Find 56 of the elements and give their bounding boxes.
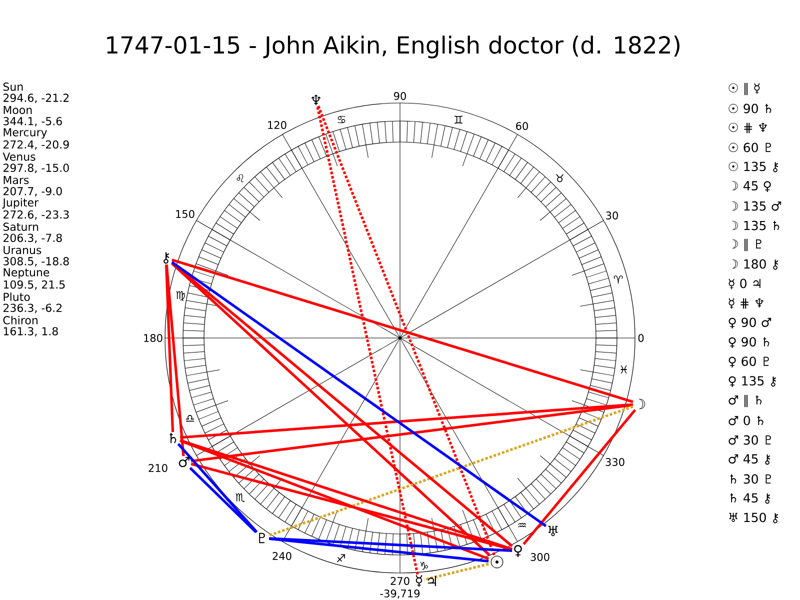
planet-name: Uranus [4,246,42,254]
planet-name: Moon [4,106,32,114]
aspect-entry: ☉ 60 ♇ [728,142,771,152]
planet-name: Jupiter [2,198,39,209]
position-value: 294.6, -21.2 [4,94,69,104]
aspect-entry: ☉ 135 ⚷ [728,162,778,172]
degree-label: 210 [148,464,168,472]
aspect-entry: ♄ 45 ⚷ [730,493,770,504]
planet-name: Neptune [4,268,50,279]
aspect-entry: ♄ 30 ♇ [730,474,771,484]
planet-name: Chiron [3,316,38,324]
aspect-entry: ☽ ∥ ♇ [732,238,762,252]
value-label: -39,719 [380,590,420,599]
position-value: 207.7, -9.0 [4,187,62,196]
position-value: 161.3, 1.8 [4,327,58,336]
degree-label: 90 [394,92,406,100]
aspect-entry: ☿ ⋕ ♆ [728,298,764,309]
aspect-entry: ♅ 150 ⚷ [729,512,778,524]
degree-label: 0 [638,334,644,342]
planet-name: Sun [3,82,23,91]
aspect-entry: ♂ ∥ ♄ [728,394,762,408]
aspect-entry: ♀ 60 ♇ [728,356,769,368]
position-value: 308.5, -18.8 [4,257,69,266]
position-value: 344.1, -5.6 [4,117,62,126]
aspect-entry: ♀ 90 ♄ [728,337,770,348]
planet-glyph: ♃ [428,576,436,586]
aspect-entry: ☽ 135 ♂ [732,201,782,211]
aspect-entry: ☉ 90 ♄ [728,104,772,114]
position-value: 236.3, -6.2 [4,304,62,314]
degree-label: 270 [390,577,410,585]
planet-glyph: ☿ [416,575,422,587]
aspect-entry: ♂ 30 ♇ [728,435,771,445]
planet-glyph: ☽ [638,398,646,410]
aspect-entry: ♀ 90 ♂ [728,318,772,328]
aspect-entry: ☿ 0 ♃ [728,278,760,290]
position-value: 297.8, -15.0 [4,164,69,174]
position-value: 272.4, -20.9 [4,140,69,150]
title: 1747-01-15 - John Aikin, English doctor (d. 1822) [107,36,680,58]
position-value: 206.3, -7.8 [4,234,62,244]
position-value: 272.6, -23.3 [4,210,69,220]
position-value: 109.5, 21.5 [4,280,65,290]
degree-label: 180 [144,334,162,342]
aspect-entry: ☉ ∥ ☿ [728,82,760,96]
aspect-entry: ☽ 45 ♀ [732,181,771,192]
aspect-entry: ☉ ⋕ ♆ [728,122,767,134]
planet-name: Mars [4,176,29,184]
aspect-entry: ☽ 135 ♄ [732,220,780,230]
planet-name: Pluto [4,292,30,302]
aspect-entry: ♂ 45 ⚷ [728,454,770,465]
planet-name: Venus [2,152,36,161]
aspect-entry: ♀ 135 ⚷ [728,376,776,387]
aspect-entry: ♂ 0 ♄ [728,416,764,426]
aspect-entry: ☽ 180 ⚷ [732,259,778,270]
planet-glyph: ♆ [312,94,320,106]
planet-name: Mercury [4,128,47,139]
planet-name: Saturn [3,222,38,231]
